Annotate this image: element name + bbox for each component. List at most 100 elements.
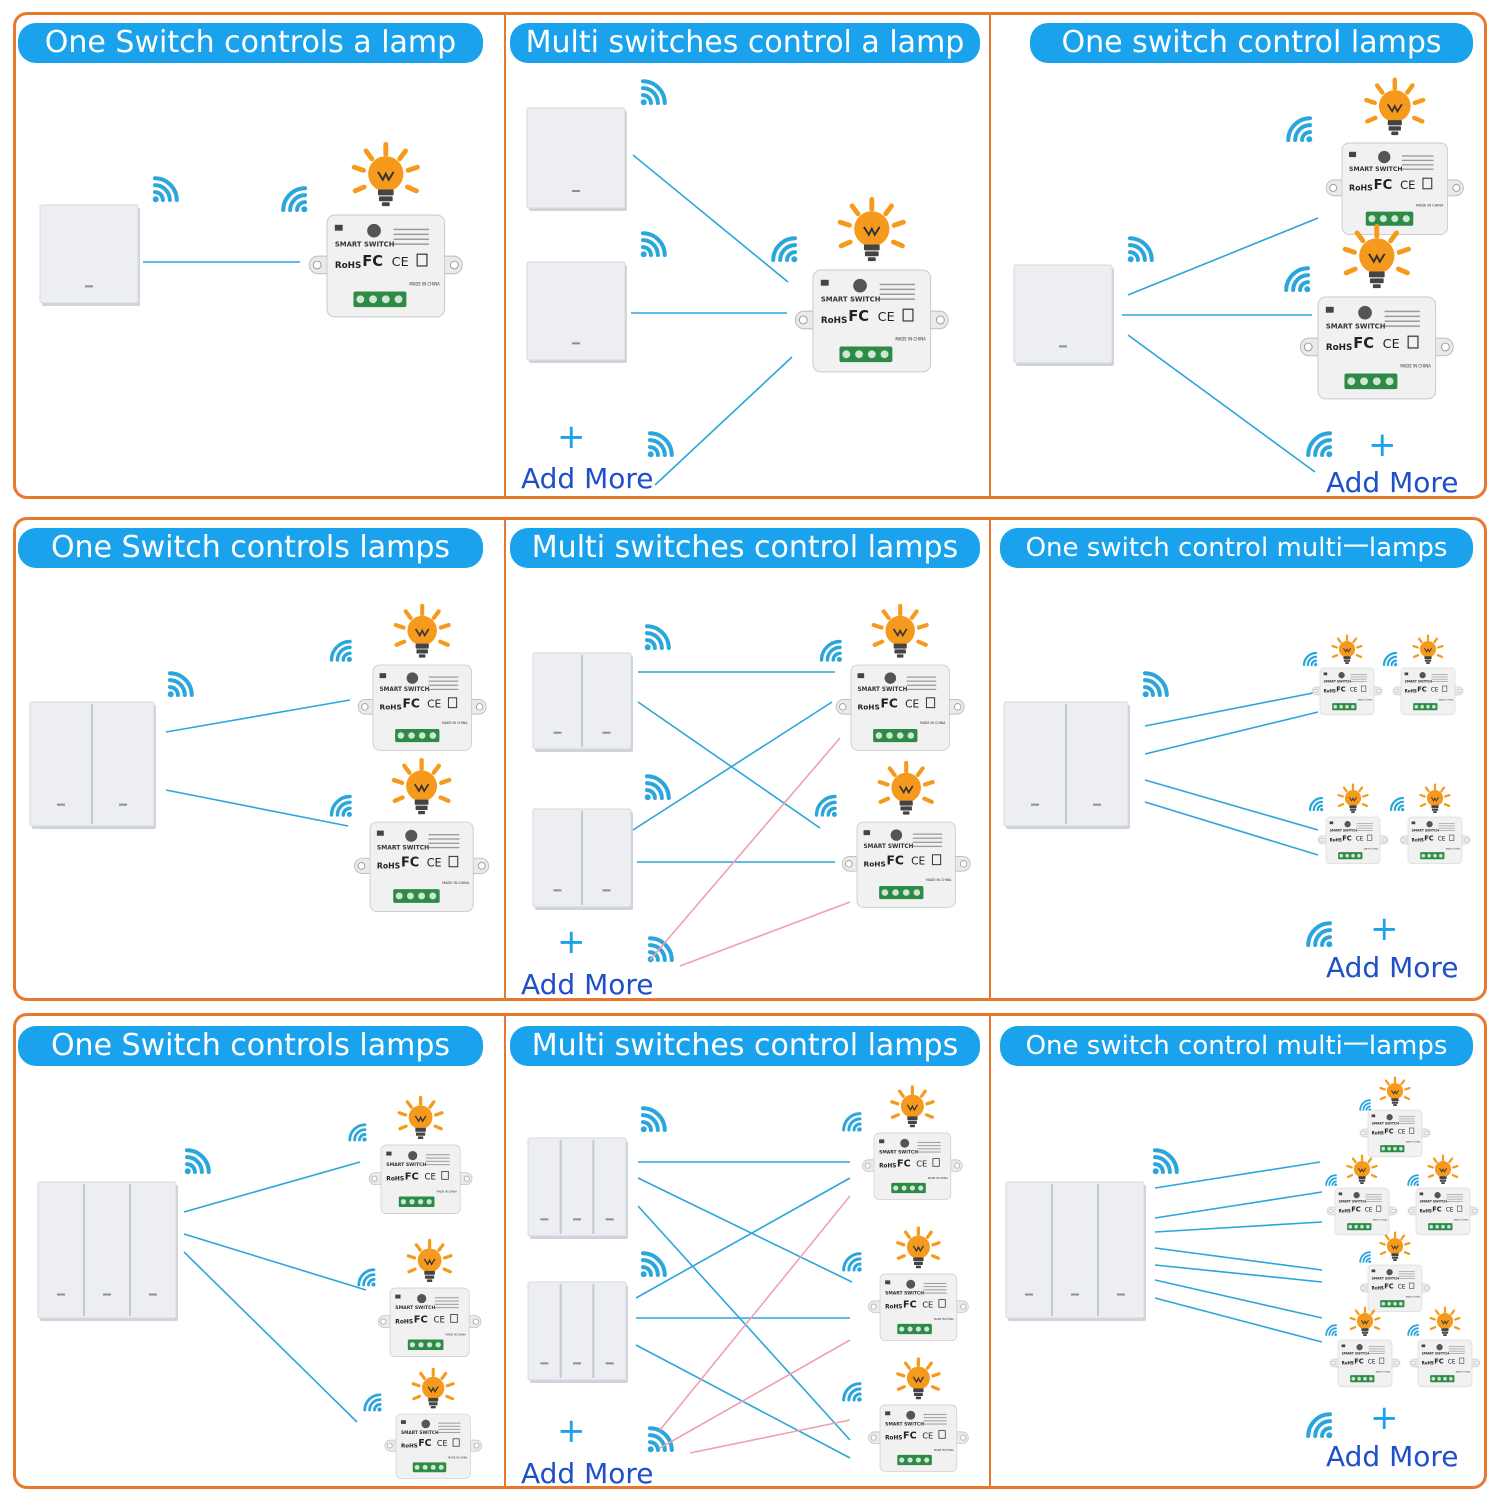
svg-text:RoHS: RoHS	[864, 859, 886, 868]
wifi-icon	[640, 1106, 667, 1133]
signal-link	[1127, 217, 1319, 296]
svg-text:FC: FC	[1336, 685, 1346, 693]
svg-text:CE: CE	[1398, 1129, 1406, 1135]
light-bulb-icon	[351, 141, 420, 207]
signal-link	[183, 1161, 361, 1213]
wifi-icon	[644, 624, 671, 651]
wifi-icon	[771, 236, 798, 263]
signal-link	[689, 1419, 851, 1454]
svg-text:FC: FC	[362, 253, 383, 270]
svg-text:FC: FC	[401, 856, 419, 871]
light-bulb-icon	[406, 1238, 453, 1283]
signal-link	[183, 1251, 358, 1423]
light-bulb-icon	[397, 1095, 444, 1140]
light-bulb-icon	[1419, 783, 1451, 813]
svg-text:SMART SWITCH: SMART SWITCH	[1372, 1121, 1400, 1125]
svg-text:FC: FC	[1374, 178, 1393, 193]
light-bulb-icon	[1427, 1154, 1459, 1184]
svg-text:RoHS: RoHS	[335, 261, 362, 271]
svg-text:SMART SWITCH: SMART SWITCH	[335, 240, 395, 248]
svg-text:SMART SWITCH: SMART SWITCH	[401, 1430, 439, 1436]
divider	[989, 520, 991, 998]
svg-text:RoHS: RoHS	[1324, 688, 1336, 693]
svg-text:CE: CE	[1446, 1207, 1454, 1213]
signal-link	[679, 901, 851, 967]
wifi-icon	[814, 794, 837, 817]
wifi-icon	[647, 431, 674, 458]
svg-text:MADE IN CHINA: MADE IN CHINA	[1406, 1140, 1421, 1143]
svg-text:MADE IN CHINA: MADE IN CHINA	[1456, 1370, 1471, 1373]
plus-icon: +	[557, 922, 586, 962]
signal-link	[1154, 1247, 1323, 1271]
svg-text:RoHS: RoHS	[380, 702, 402, 711]
svg-text:CE: CE	[425, 1172, 436, 1182]
light-bulb-icon	[837, 196, 906, 262]
light-bulb-icon	[1349, 1306, 1381, 1336]
wifi-icon	[357, 1268, 376, 1287]
light-bulb-icon	[1331, 634, 1363, 664]
signal-link	[1154, 1191, 1323, 1219]
svg-text:CE: CE	[1356, 836, 1364, 842]
svg-text:RoHS: RoHS	[885, 1436, 902, 1442]
panel-title: One switch control multi一lamps	[1000, 528, 1473, 568]
wall-switch	[39, 204, 140, 306]
add-more-label: Add More	[521, 968, 654, 1001]
svg-text:RoHS: RoHS	[1349, 184, 1373, 193]
wifi-icon	[1389, 796, 1405, 812]
svg-text:RoHS: RoHS	[386, 1176, 404, 1183]
svg-text:FC: FC	[848, 308, 869, 325]
signal-link	[1154, 1161, 1321, 1189]
light-bulb-icon	[1337, 783, 1369, 813]
wifi-icon	[348, 1123, 367, 1142]
panel-title: One Switch controls lamps	[18, 1026, 483, 1066]
svg-text:CE: CE	[437, 1439, 448, 1448]
wall-switch	[1013, 264, 1114, 366]
wifi-icon	[281, 186, 308, 213]
svg-text:MADE IN CHINA: MADE IN CHINA	[1446, 847, 1461, 850]
svg-text:SMART SWITCH: SMART SWITCH	[858, 687, 908, 693]
wifi-icon	[819, 639, 842, 662]
svg-text:FC: FC	[1417, 685, 1427, 693]
plus-icon: +	[1368, 425, 1397, 465]
wifi-icon	[1142, 671, 1169, 698]
svg-text:RoHS: RoHS	[377, 861, 400, 870]
svg-text:MADE IN CHINA: MADE IN CHINA	[409, 282, 440, 287]
wifi-icon	[640, 231, 667, 258]
panel-title: Multi switches control lamps	[510, 1026, 980, 1066]
svg-text:SMART SWITCH: SMART SWITCH	[1405, 679, 1433, 683]
wall-switch	[37, 1181, 178, 1321]
svg-text:SMART SWITCH: SMART SWITCH	[885, 1290, 924, 1296]
light-bulb-icon	[1412, 634, 1444, 664]
signal-link	[632, 701, 833, 831]
panel-title: One switch control multi一lamps	[1000, 1026, 1473, 1066]
wifi-icon	[647, 1426, 674, 1453]
svg-text:FC: FC	[887, 854, 904, 868]
svg-text:CE: CE	[1383, 337, 1400, 352]
svg-text:RoHS: RoHS	[1339, 1208, 1351, 1213]
svg-text:CE: CE	[427, 857, 442, 870]
svg-text:FC: FC	[1434, 1357, 1444, 1365]
svg-text:FC: FC	[1351, 1205, 1361, 1213]
svg-text:SMART SWITCH: SMART SWITCH	[879, 1149, 918, 1155]
signal-link	[637, 1205, 851, 1441]
signal-link	[183, 1233, 367, 1291]
svg-text:SMART SWITCH: SMART SWITCH	[377, 845, 429, 852]
svg-text:FC: FC	[897, 1158, 911, 1169]
signal-link	[635, 1177, 851, 1299]
wifi-icon	[184, 1148, 211, 1175]
svg-text:SMART SWITCH: SMART SWITCH	[1324, 679, 1352, 683]
